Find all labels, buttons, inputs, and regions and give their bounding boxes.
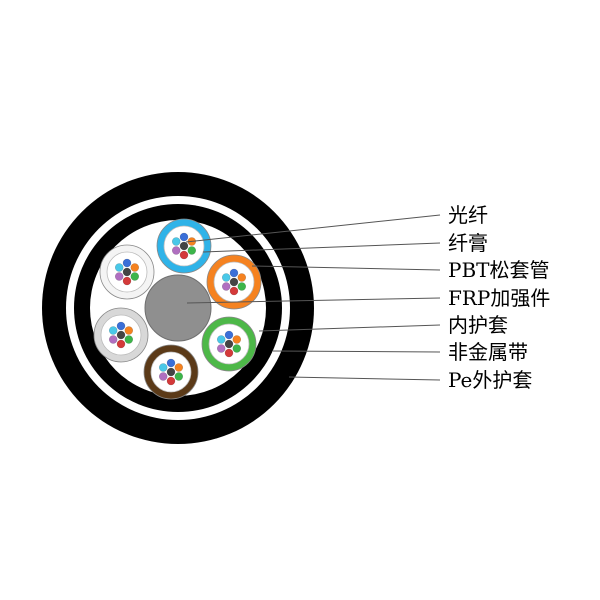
leader-line-frp-strength-member	[186, 297, 441, 304]
fiber-dot-upper-left-white-3	[130, 272, 140, 281]
fiber-dot-upper-right-orange-3	[237, 282, 247, 291]
fiber-dot-bottom-brown-1	[166, 358, 176, 368]
fiber-dot-lower-left-gray-5	[108, 335, 118, 344]
label-pbt-loose-tube: PBT松套管	[448, 258, 550, 282]
fiber-dot-bottom-brown-4	[166, 376, 176, 386]
fiber-dot-lower-left-gray-6	[108, 326, 118, 335]
fiber-dot-top-cyan-3	[187, 246, 197, 255]
fiber-dot-lower-left-gray-4	[116, 339, 126, 349]
fiber-dot-upper-right-orange-0	[229, 277, 239, 287]
fiber-dot-bottom-brown-5	[158, 372, 168, 381]
fiber-dot-lower-right-green-5	[216, 344, 226, 353]
fiber-dot-bottom-brown-3	[174, 372, 184, 381]
leader-line-inner-sheath	[258, 324, 441, 332]
leader-line-fiber-gel	[202, 242, 441, 253]
frp-strength-member-circle	[144, 274, 212, 342]
label-pe-outer-sheath: Pe外护套	[448, 368, 532, 392]
label-inner-sheath: 内护套	[448, 313, 508, 337]
label-fiber-gel: 纤膏	[448, 231, 488, 255]
fiber-dot-lower-left-gray-2	[124, 326, 134, 335]
fiber-dot-lower-left-gray-1	[116, 321, 126, 331]
leader-line-pe-outer-sheath	[288, 376, 441, 381]
fiber-dot-bottom-brown-0	[166, 367, 176, 377]
label-optical-fiber: 光纤	[448, 203, 488, 227]
label-nonmetallic-tape: 非金属带	[448, 340, 528, 364]
leader-line-nonmetallic-tape	[272, 350, 441, 353]
label-frp-strength-member: FRP加强件	[448, 286, 550, 310]
fiber-dot-top-cyan-5	[171, 246, 181, 255]
fiber-dot-lower-right-green-4	[224, 348, 234, 358]
fiber-dot-lower-right-green-2	[232, 335, 242, 344]
fiber-dot-bottom-brown-2	[174, 363, 184, 372]
fiber-dot-upper-right-orange-6	[221, 273, 231, 282]
leader-line-optical-fiber	[185, 214, 441, 243]
fiber-dot-upper-left-white-0	[122, 267, 132, 277]
fiber-dot-upper-left-white-2	[130, 263, 140, 272]
fiber-dot-lower-right-green-3	[232, 344, 242, 353]
fiber-dot-top-cyan-4	[179, 250, 189, 260]
fiber-dot-top-cyan-6	[171, 237, 181, 246]
fiber-dot-lower-right-green-1	[224, 330, 234, 340]
fiber-dot-lower-right-green-0	[224, 339, 234, 349]
fiber-dot-upper-left-white-5	[114, 272, 124, 281]
fiber-dot-upper-right-orange-2	[237, 273, 247, 282]
fiber-dot-upper-right-orange-4	[229, 286, 239, 296]
leader-line-pbt-loose-tube	[251, 265, 441, 271]
fiber-dot-bottom-brown-6	[158, 363, 168, 372]
fiber-dot-upper-right-orange-5	[221, 282, 231, 291]
fiber-dot-upper-right-orange-1	[229, 268, 239, 278]
fiber-dot-lower-right-green-6	[216, 335, 226, 344]
fiber-dot-lower-left-gray-3	[124, 335, 134, 344]
fiber-dot-top-cyan-0	[179, 241, 189, 251]
fiber-dot-top-cyan-1	[179, 232, 189, 242]
fiber-dot-upper-left-white-6	[114, 263, 124, 272]
fiber-dot-upper-left-white-4	[122, 276, 132, 286]
fiber-dot-upper-left-white-1	[122, 258, 132, 268]
fiber-dot-lower-left-gray-0	[116, 330, 126, 340]
